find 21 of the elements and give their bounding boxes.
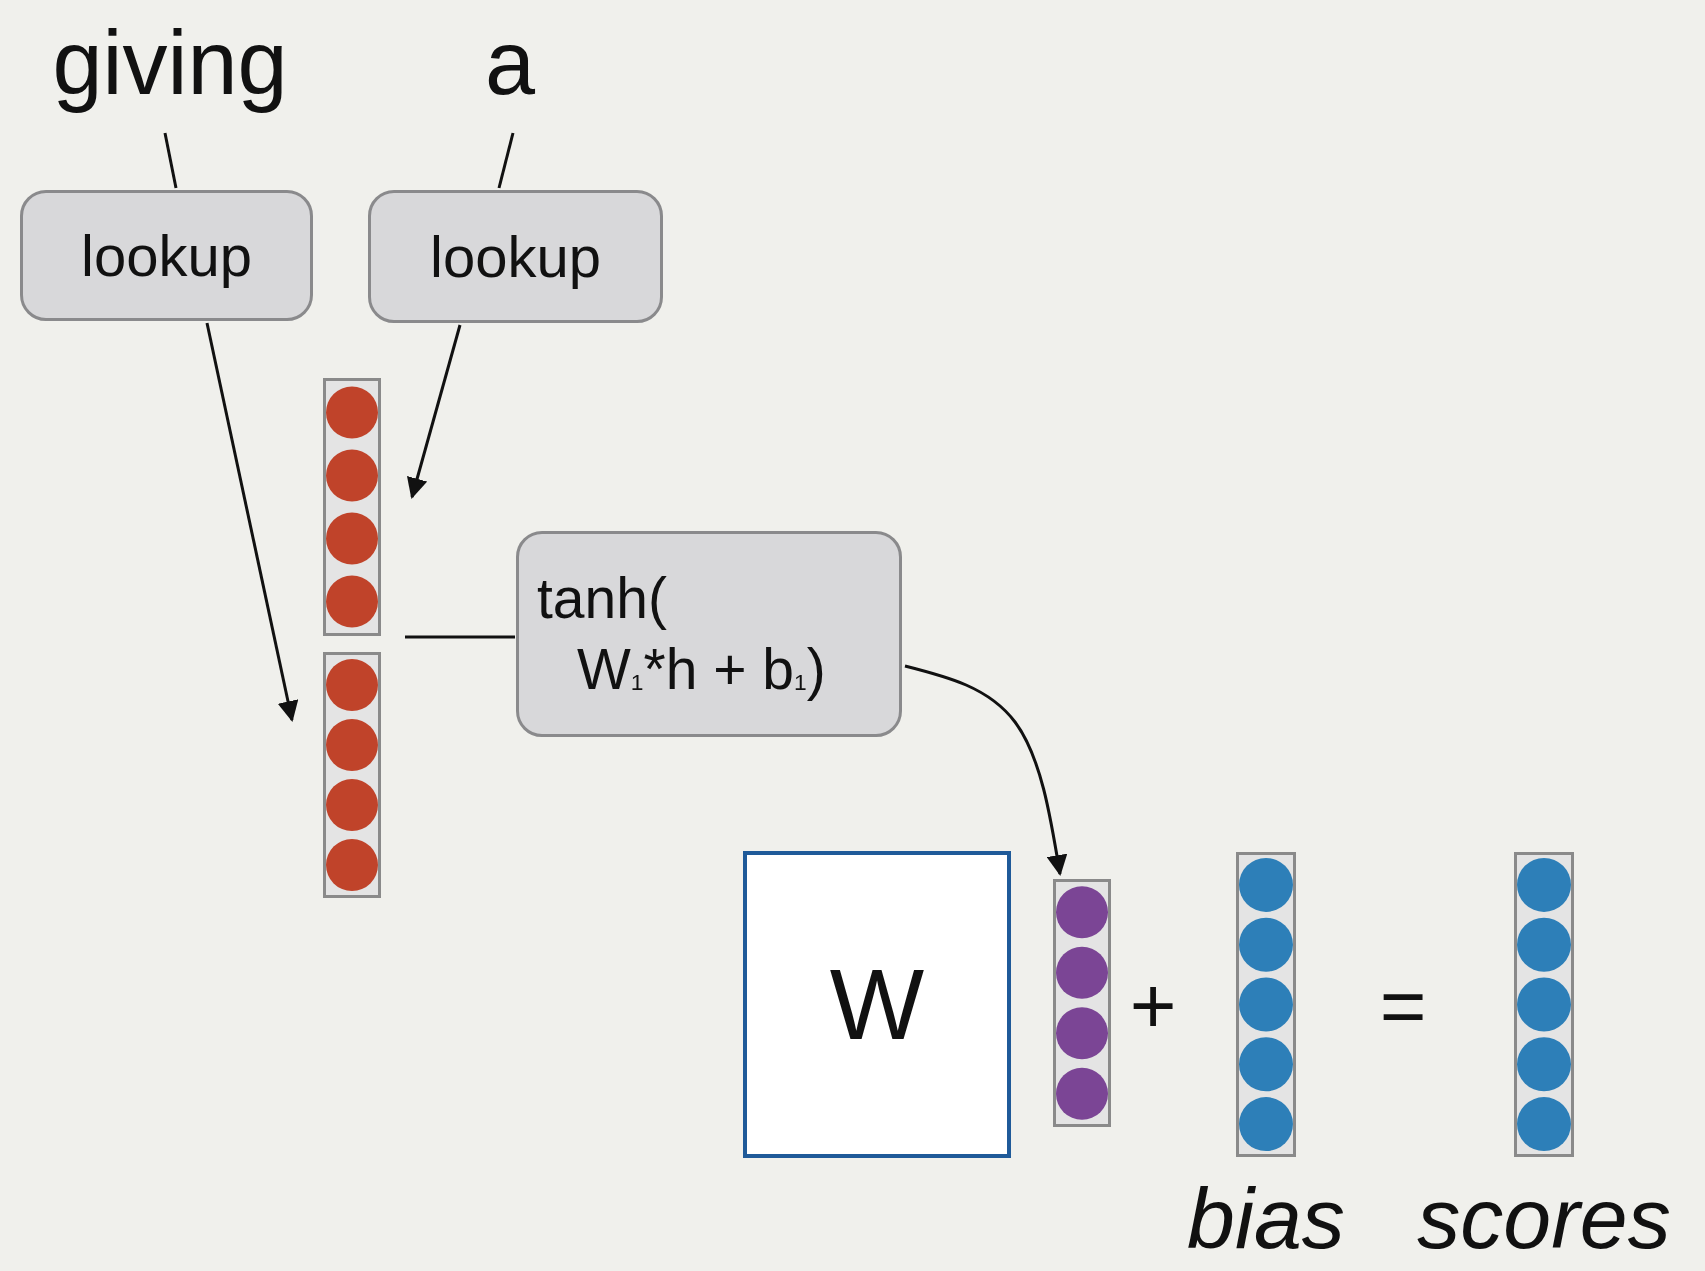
vector-caption: scores bbox=[1416, 1175, 1672, 1261]
vector-column bbox=[323, 652, 381, 898]
matrix-label: W bbox=[829, 947, 925, 1062]
box-label: lookup bbox=[430, 223, 601, 290]
function-box bbox=[516, 531, 902, 737]
connector-arrow bbox=[406, 324, 462, 499]
vector-column bbox=[1514, 852, 1574, 1157]
operator-symbol: + bbox=[1128, 960, 1178, 1052]
vector-column bbox=[323, 378, 381, 636]
connector-arrow bbox=[205, 322, 299, 723]
matrix-box bbox=[743, 851, 1011, 1158]
word-label: a bbox=[470, 8, 550, 118]
vector-caption: bias bbox=[1186, 1175, 1346, 1261]
operator-symbol: = bbox=[1378, 960, 1428, 1052]
connector-arrow bbox=[904, 664, 1068, 877]
lookup-box bbox=[368, 190, 663, 323]
box-label: lookup bbox=[81, 222, 252, 289]
vector-column bbox=[1053, 879, 1111, 1127]
word-label: giving bbox=[30, 8, 310, 118]
vector-column bbox=[1236, 852, 1296, 1157]
lookup-box bbox=[20, 190, 313, 321]
